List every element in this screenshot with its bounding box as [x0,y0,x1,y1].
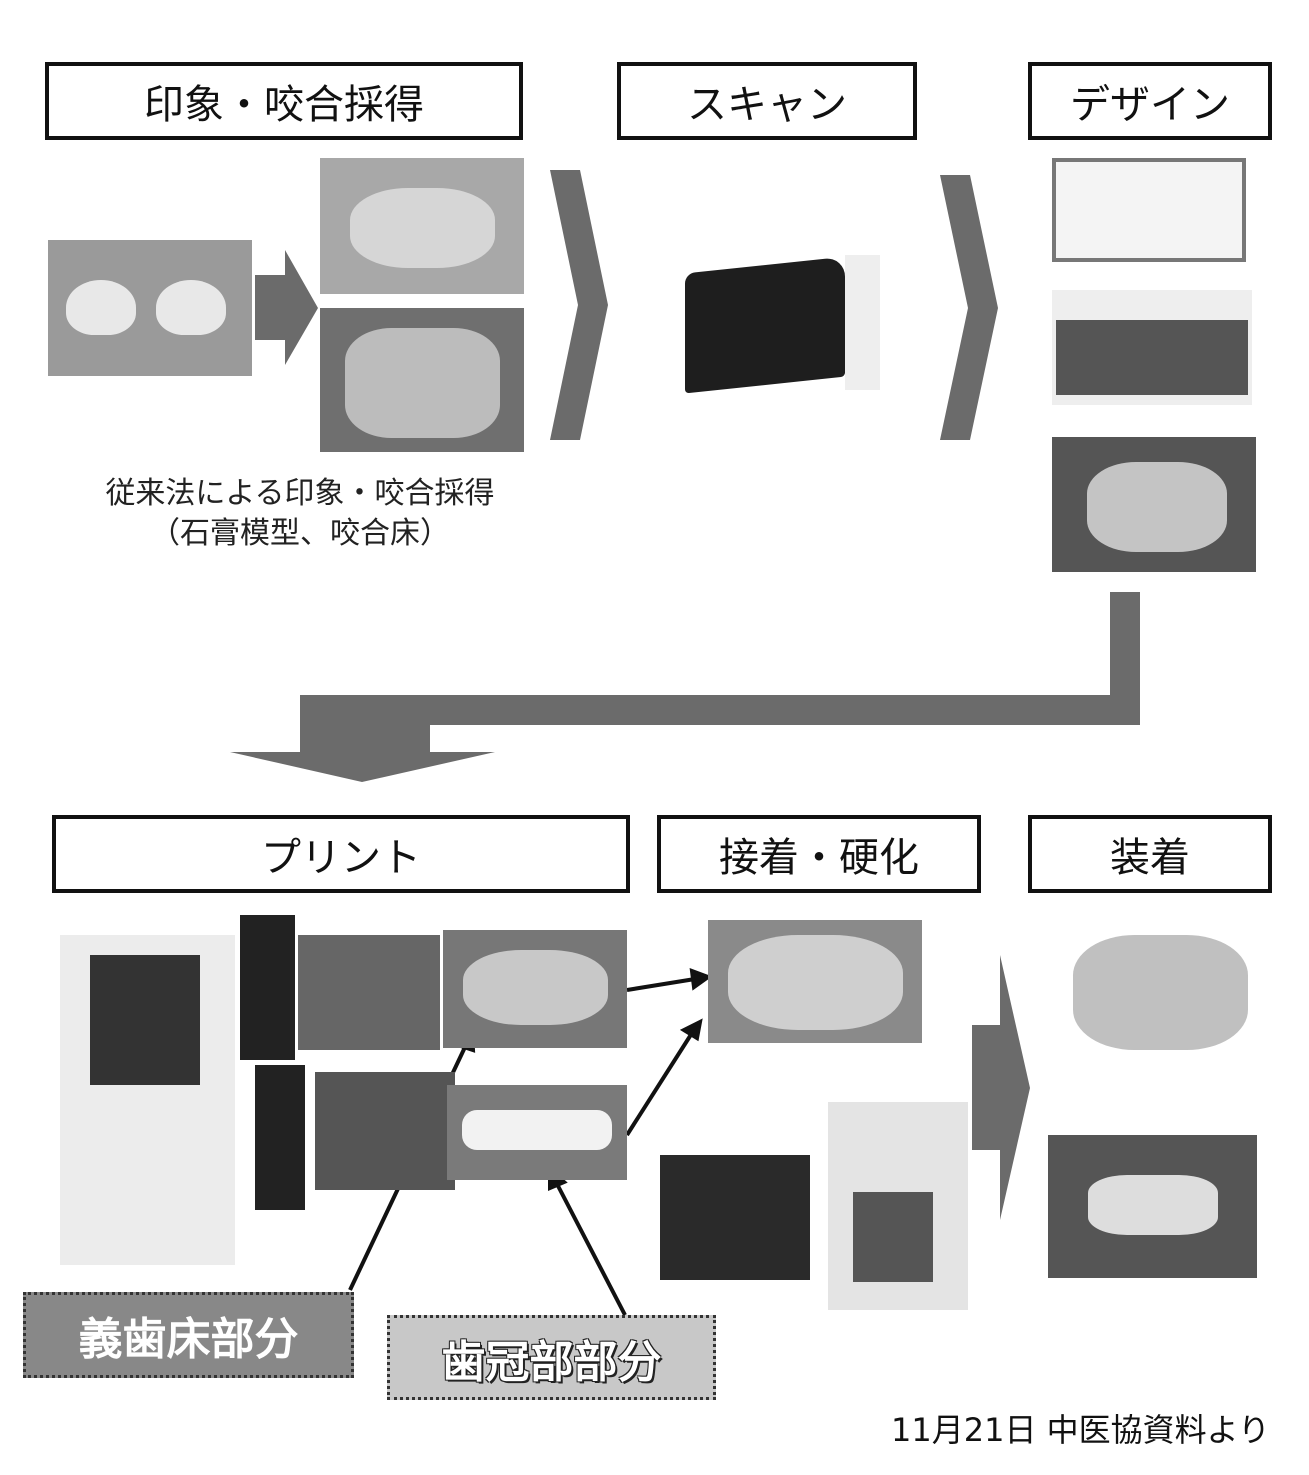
scanner-photo [655,245,890,405]
3d-printer-photo [60,935,235,1265]
arrow-base-to-bond [626,977,696,992]
l-shaped-arrow [230,592,1140,782]
caption-line-2: （石膏模型、咬合床） [150,516,450,551]
chevron-arrow-1 [550,170,608,440]
bite-rim-photo-2 [320,308,524,452]
step-scan: スキャン [617,62,917,140]
printed-teeth-photo [315,1072,455,1190]
resin-bottle-2 [255,1065,305,1210]
curing-unit-1 [660,1155,810,1280]
step-impression: 印象・咬合採得 [45,62,523,140]
curing-unit-2 [828,1102,968,1310]
step-fit: 装着 [1028,815,1272,893]
crown-part [447,1085,627,1180]
step-print: プリント [52,815,630,893]
chevron-arrow-2 [940,175,998,440]
source-note: 11月21日 中医協資料より [891,1411,1270,1449]
bonded-denture-photo [708,920,922,1043]
arrow-right-small [255,250,318,365]
pointer-crown [554,1181,627,1316]
denture-3d-model [1052,437,1256,572]
bite-rim-photo-1 [320,158,524,294]
final-denture-photo [1063,925,1257,1058]
plaster-models-photo [48,240,252,376]
step-bond-cure: 接着・硬化 [657,815,981,893]
design-software-screen-1 [1052,158,1246,262]
label-denture-base: 義歯床部分 [23,1292,354,1378]
denture-base-part [443,930,627,1048]
design-software-screen-2 [1052,290,1252,405]
label-crown: 歯冠部部分 [387,1315,716,1400]
caption-line-1: 従来法による印象・咬合採得 [105,476,495,511]
chevron-arrow-3 [972,955,1030,1220]
patient-mouth-photo [1048,1135,1257,1278]
resin-bottle-1 [240,915,295,1060]
arrow-crown-to-bond [625,1031,694,1137]
printed-base-photo [298,935,440,1050]
step-design: デザイン [1028,62,1272,140]
